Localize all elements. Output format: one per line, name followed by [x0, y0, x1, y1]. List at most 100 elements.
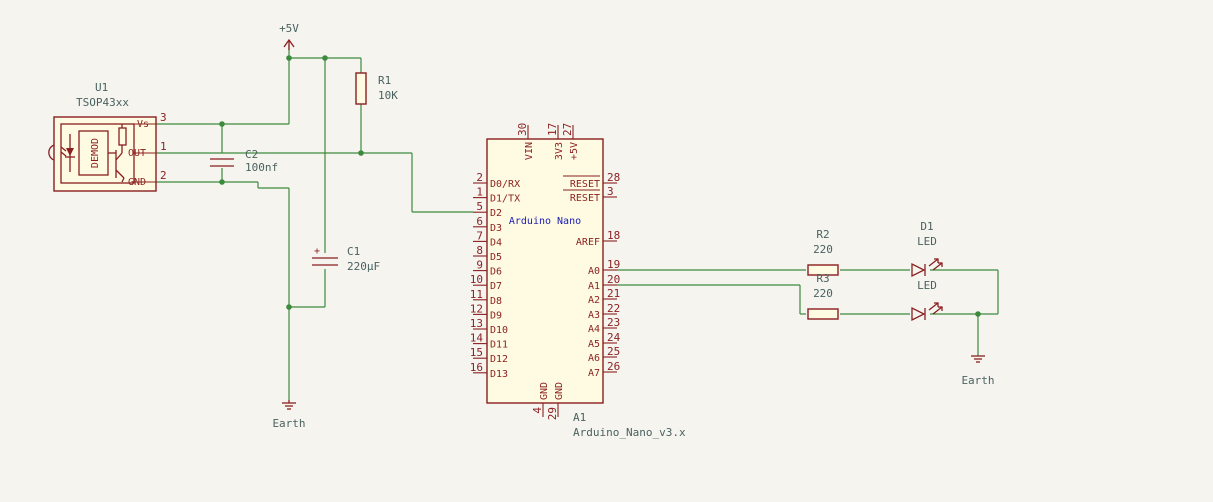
u1-pin-vs-num: 3	[160, 111, 167, 124]
arduino-left-pin-num: 7	[476, 229, 483, 242]
d1-led[interactable]: D1 LED	[911, 220, 943, 278]
vcc-label: +5V	[279, 22, 299, 35]
arduino-ref: A1	[573, 411, 586, 424]
junction-dot	[358, 150, 364, 156]
arduino-top-pin-num: 27	[561, 123, 574, 136]
arduino-right-pin-num: 22	[607, 302, 620, 315]
arduino-top-pin-name: VIN	[524, 142, 535, 160]
c2-value: 100nf	[245, 161, 278, 174]
ground-symbol-left[interactable]: Earth	[272, 400, 306, 430]
arduino-left-pin-name: D6	[490, 267, 502, 278]
arduino-right-pins: 28RESET3RESET18AREF19A020A121A222A323A42…	[563, 171, 621, 379]
arduino-right-pin-name: A4	[588, 324, 600, 335]
arduino-left-pin-name: D9	[490, 310, 502, 321]
arduino-left-pin-num: 5	[476, 200, 483, 213]
c1-electrolytic-capacitor[interactable]: + C1 220µF	[312, 245, 380, 273]
ground-label-right: Earth	[961, 374, 994, 387]
junction-dot	[286, 304, 292, 310]
arduino-right-pin-num: 3	[607, 185, 614, 198]
r2-body	[807, 264, 839, 276]
u1-ir-receiver[interactable]: U1 TSOP43xx DEMOD Vs OUT GND 3	[48, 81, 167, 192]
arduino-right-pin-num: 20	[607, 273, 620, 286]
arduino-right-pin-name: RESET	[570, 179, 600, 190]
arduino-left-pin-name: D11	[490, 340, 508, 351]
arduino-left-pin-name: D13	[490, 369, 508, 380]
r3-ref: R3	[816, 272, 829, 285]
arduino-right-pin-name: AREF	[576, 237, 600, 248]
arduino-bottom-pin-name: GND	[539, 382, 550, 400]
arduino-right-pin-name: A2	[588, 295, 600, 306]
arduino-bottom-pin-num: 4	[531, 407, 544, 414]
d2-value: LED	[917, 279, 937, 292]
arduino-left-pin-name: D8	[490, 296, 502, 307]
d1-value: LED	[917, 235, 937, 248]
arduino-right-pin-name: A6	[588, 353, 600, 364]
arduino-body	[486, 138, 604, 404]
arduino-right-pin-num: 28	[607, 171, 620, 184]
c1-ref: C1	[347, 245, 360, 258]
arduino-left-pin-num: 16	[470, 361, 483, 374]
wires	[156, 45, 999, 400]
arduino-left-pin-num: 11	[470, 288, 483, 301]
junction-dot	[975, 311, 981, 317]
arduino-right-pin-name: A5	[588, 339, 600, 350]
arduino-left-pin-num: 13	[470, 317, 483, 330]
junction-dot	[322, 55, 328, 61]
u1-ref: U1	[95, 81, 108, 94]
arduino-top-pin-name: +5V	[569, 142, 580, 160]
arduino-left-pin-name: D0/RX	[490, 179, 520, 190]
arduino-left-pin-num: 1	[476, 186, 483, 199]
arduino-right-pin-num: 25	[607, 345, 620, 358]
arduino-left-pin-num: 6	[476, 215, 483, 228]
arduino-right-pin-num: 24	[607, 331, 621, 344]
arduino-value: Arduino_Nano_v3.x	[573, 426, 686, 439]
r2-value: 220	[813, 243, 833, 256]
arduino-left-pin-name: D12	[490, 354, 508, 365]
arduino-left-pin-name: D1/TX	[490, 194, 520, 205]
u1-value: TSOP43xx	[76, 96, 129, 109]
arduino-title: Arduino Nano	[509, 216, 581, 227]
junction-dot	[286, 55, 292, 61]
photodiode-icon	[60, 134, 75, 172]
ground-symbol-right[interactable]: Earth	[961, 355, 995, 387]
arduino-right-pin-num: 18	[607, 229, 620, 242]
arduino-left-pin-num: 12	[470, 302, 483, 315]
arduino-left-pin-name: D5	[490, 252, 502, 263]
u1-pin-gnd-name: GND	[128, 177, 146, 188]
arduino-right-pin-num: 26	[607, 360, 620, 373]
r1-resistor[interactable]: R1 10K	[355, 72, 398, 105]
r3-resistor[interactable]: R3 220	[807, 272, 839, 320]
arduino-left-pin-num: 9	[476, 259, 483, 272]
r1-ref: R1	[378, 74, 391, 87]
arduino-right-pin-name: A1	[588, 281, 600, 292]
arduino-bottom-pin-num: 29	[546, 407, 559, 420]
u1-pin-out-name: OUT	[128, 148, 146, 159]
light-arrow-icon	[928, 258, 939, 267]
arduino-left-pin-name: D4	[490, 237, 502, 248]
d2-led[interactable]: LED	[911, 279, 943, 322]
ir-lens-icon	[48, 144, 55, 161]
arduino-left-pin-num: 2	[476, 171, 483, 184]
light-arrow-icon	[928, 302, 939, 311]
r2-resistor[interactable]: R2 220	[807, 228, 839, 276]
c1-polarity-mark: +	[314, 246, 320, 257]
c2-capacitor[interactable]: C2 100nf	[210, 148, 278, 174]
r2-ref: R2	[816, 228, 829, 241]
arduino-right-pin-name: RESET	[570, 193, 600, 204]
r1-value: 10K	[378, 89, 398, 102]
arduino-right-pin-name: A0	[588, 266, 600, 277]
arduino-left-pin-num: 15	[470, 346, 483, 359]
arduino-left-pin-name: D10	[490, 325, 508, 336]
arduino-left-pin-num: 10	[470, 273, 483, 286]
arduino-right-pin-num: 21	[607, 287, 620, 300]
arduino-left-pin-num: 14	[470, 332, 484, 345]
u1-pin-out-num: 1	[160, 140, 167, 153]
ground-label-left: Earth	[272, 417, 305, 430]
junction-dot	[219, 121, 225, 127]
vcc-symbol[interactable]: +5V	[279, 22, 299, 50]
junction-dot	[219, 179, 225, 185]
